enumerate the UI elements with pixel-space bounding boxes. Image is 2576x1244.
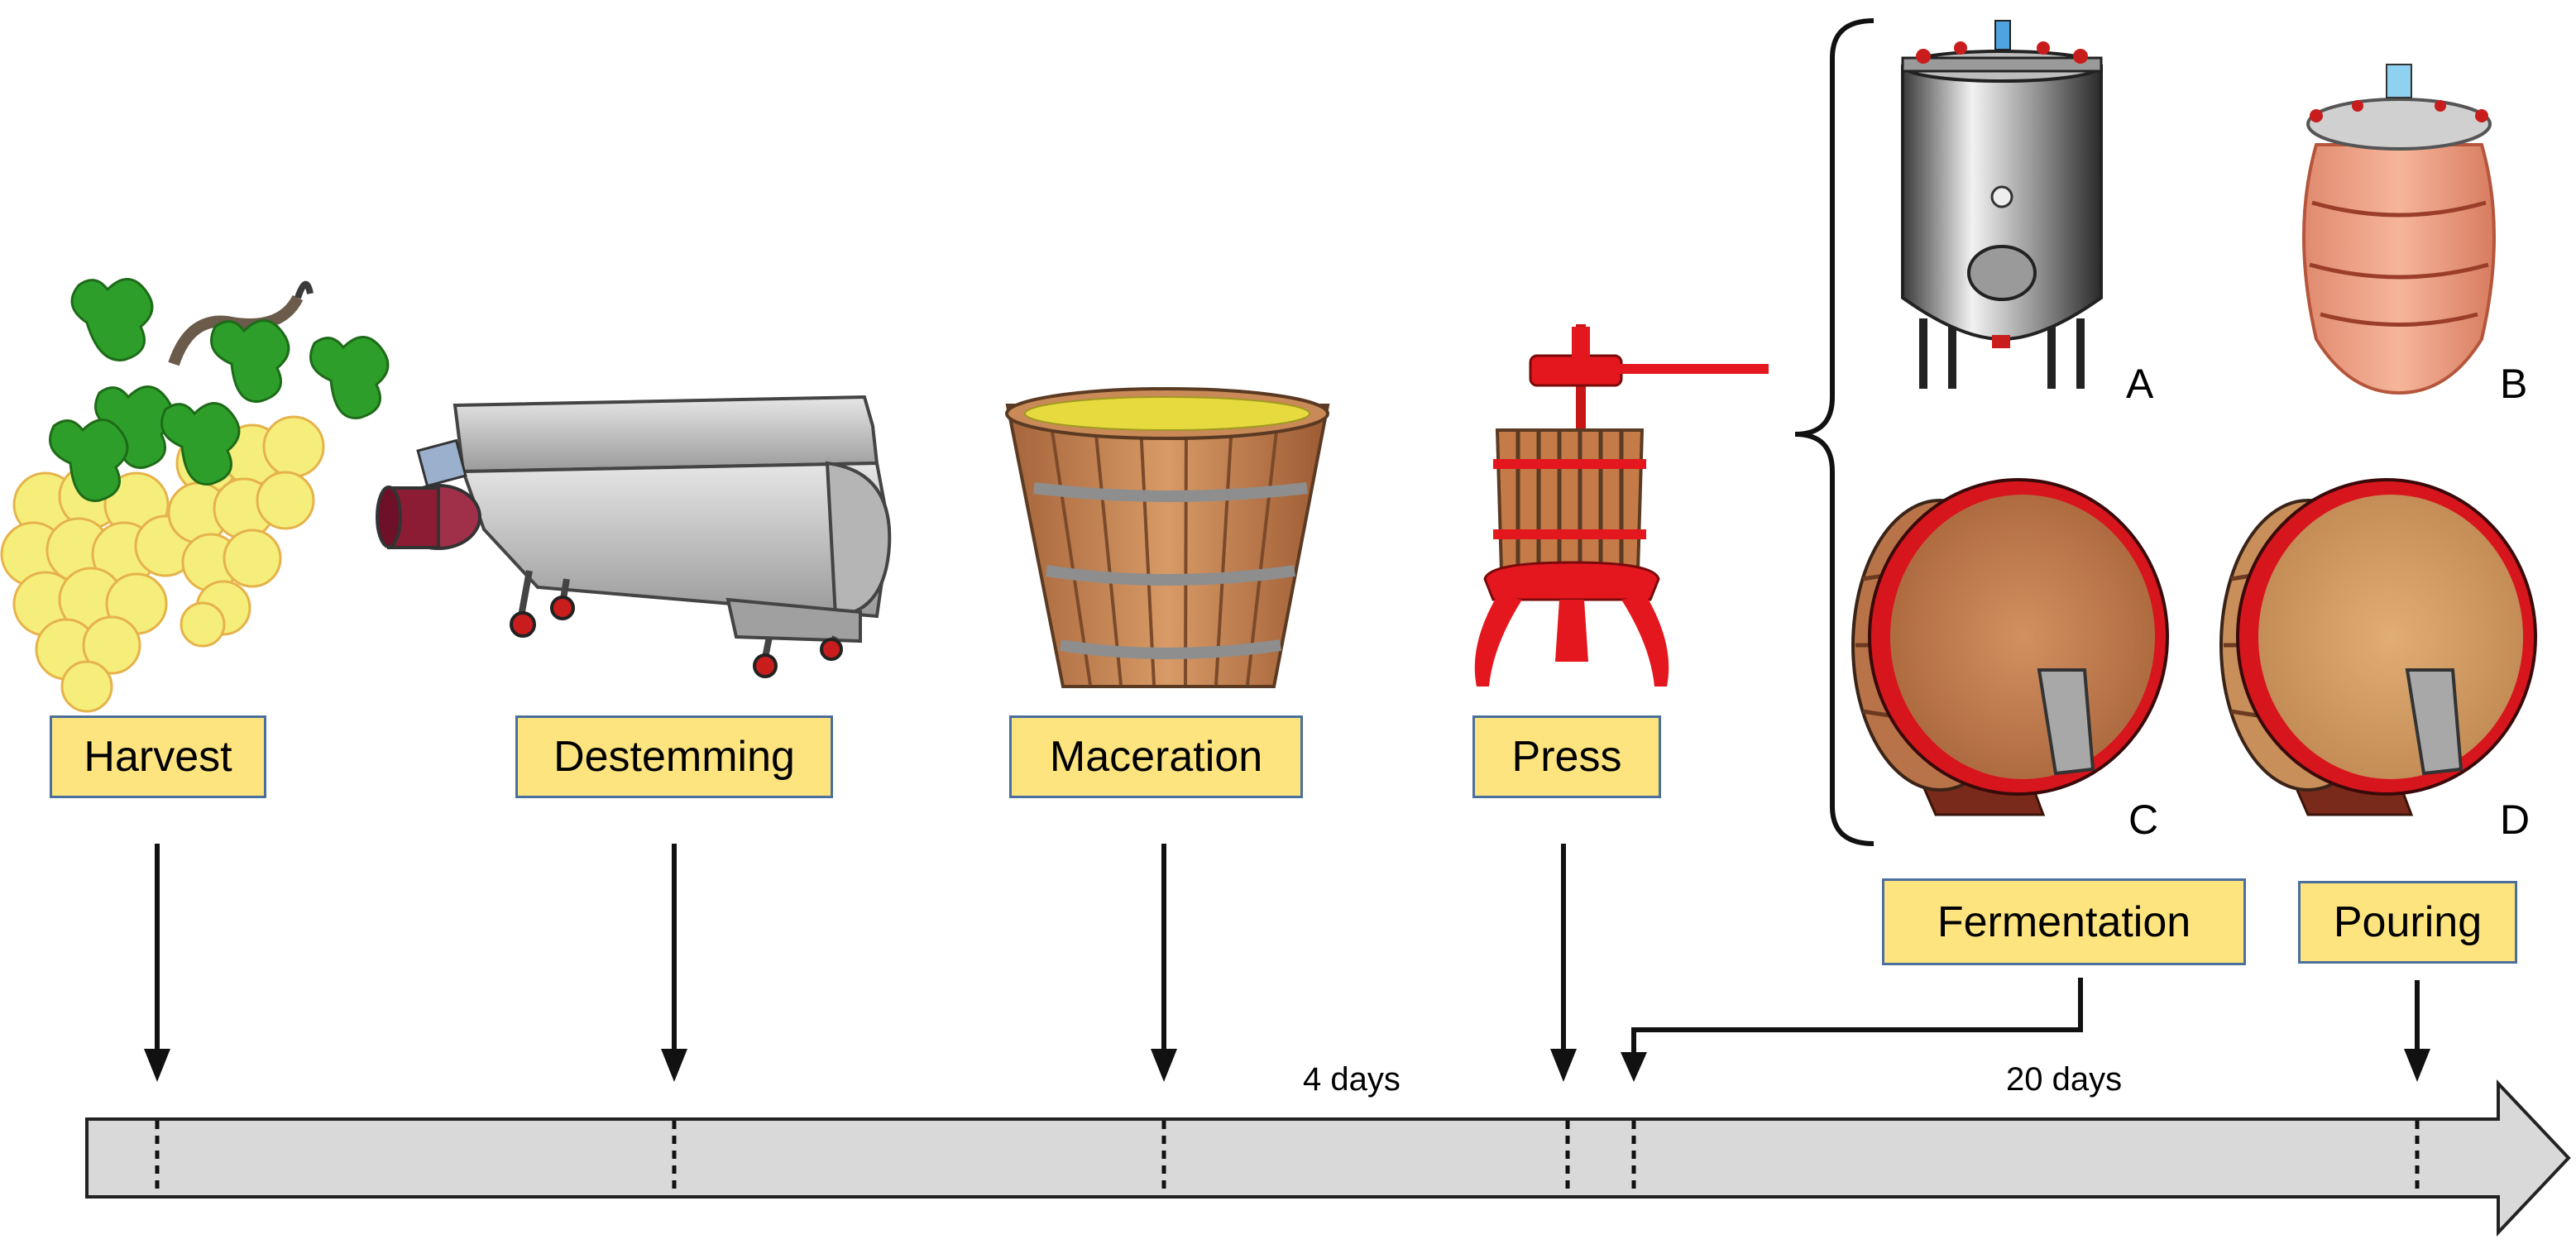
vessel-letter-c: C	[2128, 797, 2159, 843]
label-destemming: Destemming	[515, 715, 833, 798]
destemmer-illustration	[376, 395, 892, 678]
stage-arrows	[144, 844, 2430, 1082]
grapes-illustration	[0, 278, 390, 713]
label-press: Press	[1472, 715, 1661, 798]
label-pouring: Pouring	[2298, 881, 2517, 964]
label-fermentation: Fermentation	[1882, 878, 2246, 965]
press-illustration	[1474, 324, 1769, 687]
vessel-letter-d: D	[2500, 797, 2531, 843]
timeline-arrow	[85, 1079, 2571, 1237]
barrel-d-illustration	[2219, 478, 2537, 816]
vessel-letter-a: A	[2126, 361, 2154, 407]
maceration-vat-illustration	[1005, 387, 1330, 688]
timeline-ticks	[155, 1121, 2420, 1195]
duration-maceration: 4 days	[1303, 1061, 1401, 1098]
vessel-letter-b: B	[2500, 361, 2528, 407]
vessel-bracket	[1794, 18, 1875, 846]
label-harvest: Harvest	[50, 715, 266, 798]
stainless-tank-illustration	[1901, 20, 2103, 389]
barrel-c-illustration	[1851, 478, 2169, 816]
amphora-illustration	[2302, 64, 2496, 395]
label-maceration: Maceration	[1009, 715, 1303, 798]
duration-fermentation: 20 days	[2006, 1061, 2123, 1098]
